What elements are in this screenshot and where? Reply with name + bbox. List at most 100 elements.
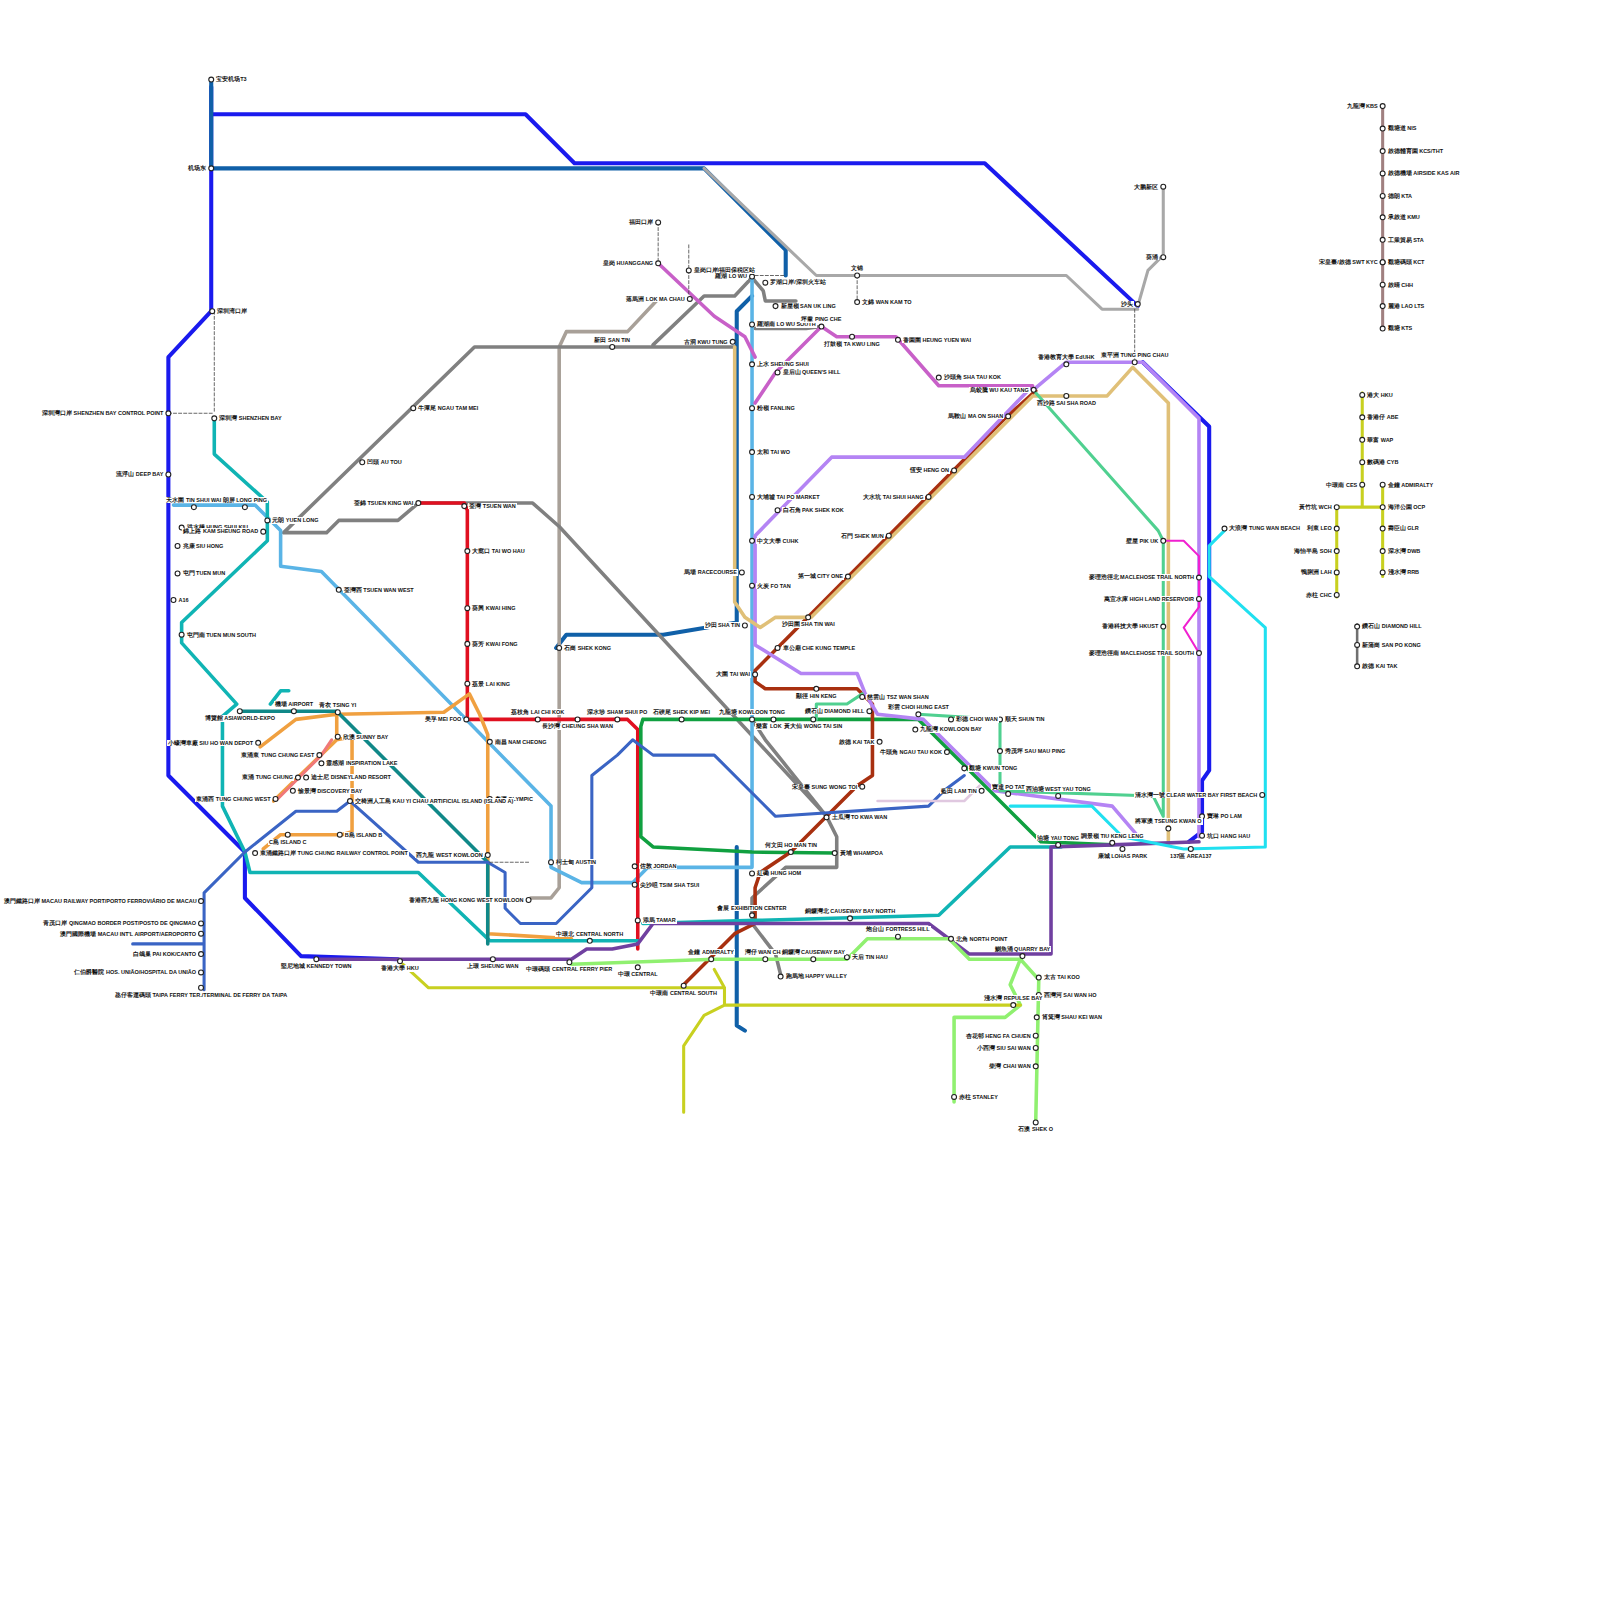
station-label: 迪士尼 DISNEYLAND RESORT [310, 774, 392, 780]
station-marker [1334, 505, 1339, 510]
station-marker [1380, 104, 1385, 109]
station-label: 葵芳 KWAI FONG [471, 641, 518, 647]
station-label: 麥理浩徑北 MACLEHOSE TRAIL NORTH [1088, 574, 1195, 580]
station-label: 欣澳 SUNNY BAY [342, 734, 389, 740]
station-label: 東涌西 TUNG CHUNG WEST [195, 796, 271, 802]
station-label: 青衣 TSING YI [318, 702, 357, 708]
station-label: 古洞 KWU TUNG [683, 339, 729, 345]
station-marker [1360, 437, 1365, 442]
route-line [211, 82, 785, 1031]
station-label: 打鼓嶺 TA KWU LING [823, 341, 881, 347]
station-marker [855, 273, 860, 278]
station-label: 淺水灣 RRB [1387, 569, 1420, 575]
station-marker [304, 775, 309, 780]
station-marker [1380, 482, 1385, 487]
station-label: 太古 TAI KOO [1043, 974, 1081, 980]
station-marker [212, 416, 217, 421]
station-marker [949, 717, 954, 722]
station-marker [465, 549, 470, 554]
station-label: 淺水灣 REPULSE BAY [983, 995, 1043, 1001]
station-marker [398, 959, 403, 964]
station-label: 荃灣西 TSUEN WAN WEST [343, 587, 415, 593]
station-label: 沙田圍 SHA TIN WAI [781, 621, 836, 627]
station-marker [773, 304, 778, 309]
station-label: 大埔墟 TAI PO MARKET [756, 494, 821, 500]
station-label: 黃竹坑 WCH [1298, 504, 1333, 510]
station-label: 機場 AIRPORT [274, 701, 314, 707]
route-line [1010, 531, 1265, 849]
station-marker [199, 921, 204, 926]
route-line [168, 87, 1209, 959]
station-marker [832, 851, 837, 856]
station-marker [750, 494, 755, 499]
station-marker [750, 583, 755, 588]
station-label: 牛頭角 NGAU TAU KOK [879, 749, 943, 755]
station-label: 慈雲山 TSZ WAN SHAN [866, 694, 929, 700]
station-marker [1380, 526, 1385, 531]
station-label: 藍田 LAM TIN [940, 788, 978, 794]
station-label: 朗屏 LONG PING [222, 497, 268, 503]
station-marker [944, 750, 949, 755]
station-marker [753, 672, 758, 677]
station-label: 中文大學 CUHK [756, 538, 799, 544]
station-marker [750, 362, 755, 367]
station-label: 荃灣 TSUEN WAN [468, 503, 517, 509]
station-marker [1132, 360, 1137, 365]
station-marker [1161, 255, 1166, 260]
station-label: 宋皇臺 SUNG WONG TOI [791, 784, 858, 790]
station-label: 流浮山 DEEP BAY [115, 471, 164, 477]
station-marker [686, 268, 691, 273]
station-label: C島 ISLAND C [268, 839, 307, 845]
station-marker [855, 300, 860, 305]
station-label: 白石角 PAK SHEK KOK [782, 507, 845, 513]
station-marker [273, 797, 278, 802]
station-marker [1334, 549, 1339, 554]
route-line [316, 842, 1199, 959]
station-label: 深圳灣 SHENZHEN BAY [218, 415, 282, 421]
station-marker [348, 799, 353, 804]
station-label: 啟晴 CHH [1387, 282, 1414, 288]
station-label: 中環南 CENTRAL SOUTH [649, 990, 717, 996]
station-label: 康城 LOHAS PARK [1097, 853, 1148, 859]
station-marker [291, 709, 296, 714]
station-marker [175, 543, 180, 548]
station-marker [1360, 460, 1365, 465]
station-marker [1380, 282, 1385, 287]
station-label: 馬鞍山 MA ON SHAN [947, 413, 1004, 419]
station-marker [750, 538, 755, 543]
station-marker [1222, 526, 1227, 531]
station-label: 鴨脷洲 LAH [1300, 569, 1333, 575]
station-marker [487, 739, 492, 744]
station-marker [750, 717, 755, 722]
station-label: 何文田 HO MAN TIN [764, 842, 818, 848]
station-marker [490, 957, 495, 962]
station-marker [763, 957, 768, 962]
station-label: 啟德體育園 KCS/THT [1387, 148, 1444, 154]
station-marker [336, 587, 341, 592]
station-marker [632, 864, 637, 869]
station-label: 彩德 CHOI WAN [955, 716, 999, 722]
route-line [403, 964, 1020, 1112]
station-label: 銅鑼灣北 CAUSEWAY BAY NORTH [804, 908, 896, 914]
station-label: 羅湖 LO WU [714, 273, 748, 279]
station-label: 鑽石山 DIAMOND HILL [804, 708, 866, 714]
station-marker [844, 955, 849, 960]
station-marker [814, 686, 819, 691]
station-label: 馬場 RACECOURSE [683, 569, 738, 575]
route-line [641, 719, 1112, 853]
station-label: 啟德機場 AIRSIDE KAS AIR [1387, 170, 1461, 176]
station-marker [462, 504, 467, 509]
station-marker [750, 913, 755, 918]
station-label: 觀塘碼頭 KCT [1387, 259, 1426, 265]
station-label: 恆安 HENG ON [909, 467, 950, 473]
station-label: 調景嶺 TIU KENG LENG [1080, 833, 1145, 839]
station-marker [811, 717, 816, 722]
station-label: 九龍塘 KOWLOON TONG [718, 709, 786, 715]
station-label: 中環北 CENTRAL NORTH [555, 931, 624, 937]
station-marker [296, 775, 301, 780]
station-marker [1011, 1003, 1016, 1008]
station-label: 北角 NORTH POINT [955, 936, 1008, 942]
station-marker [806, 615, 811, 620]
station-label: 美孚 MEI FOO [424, 716, 463, 722]
station-label: 麗港 LAO LTS [1387, 303, 1426, 309]
